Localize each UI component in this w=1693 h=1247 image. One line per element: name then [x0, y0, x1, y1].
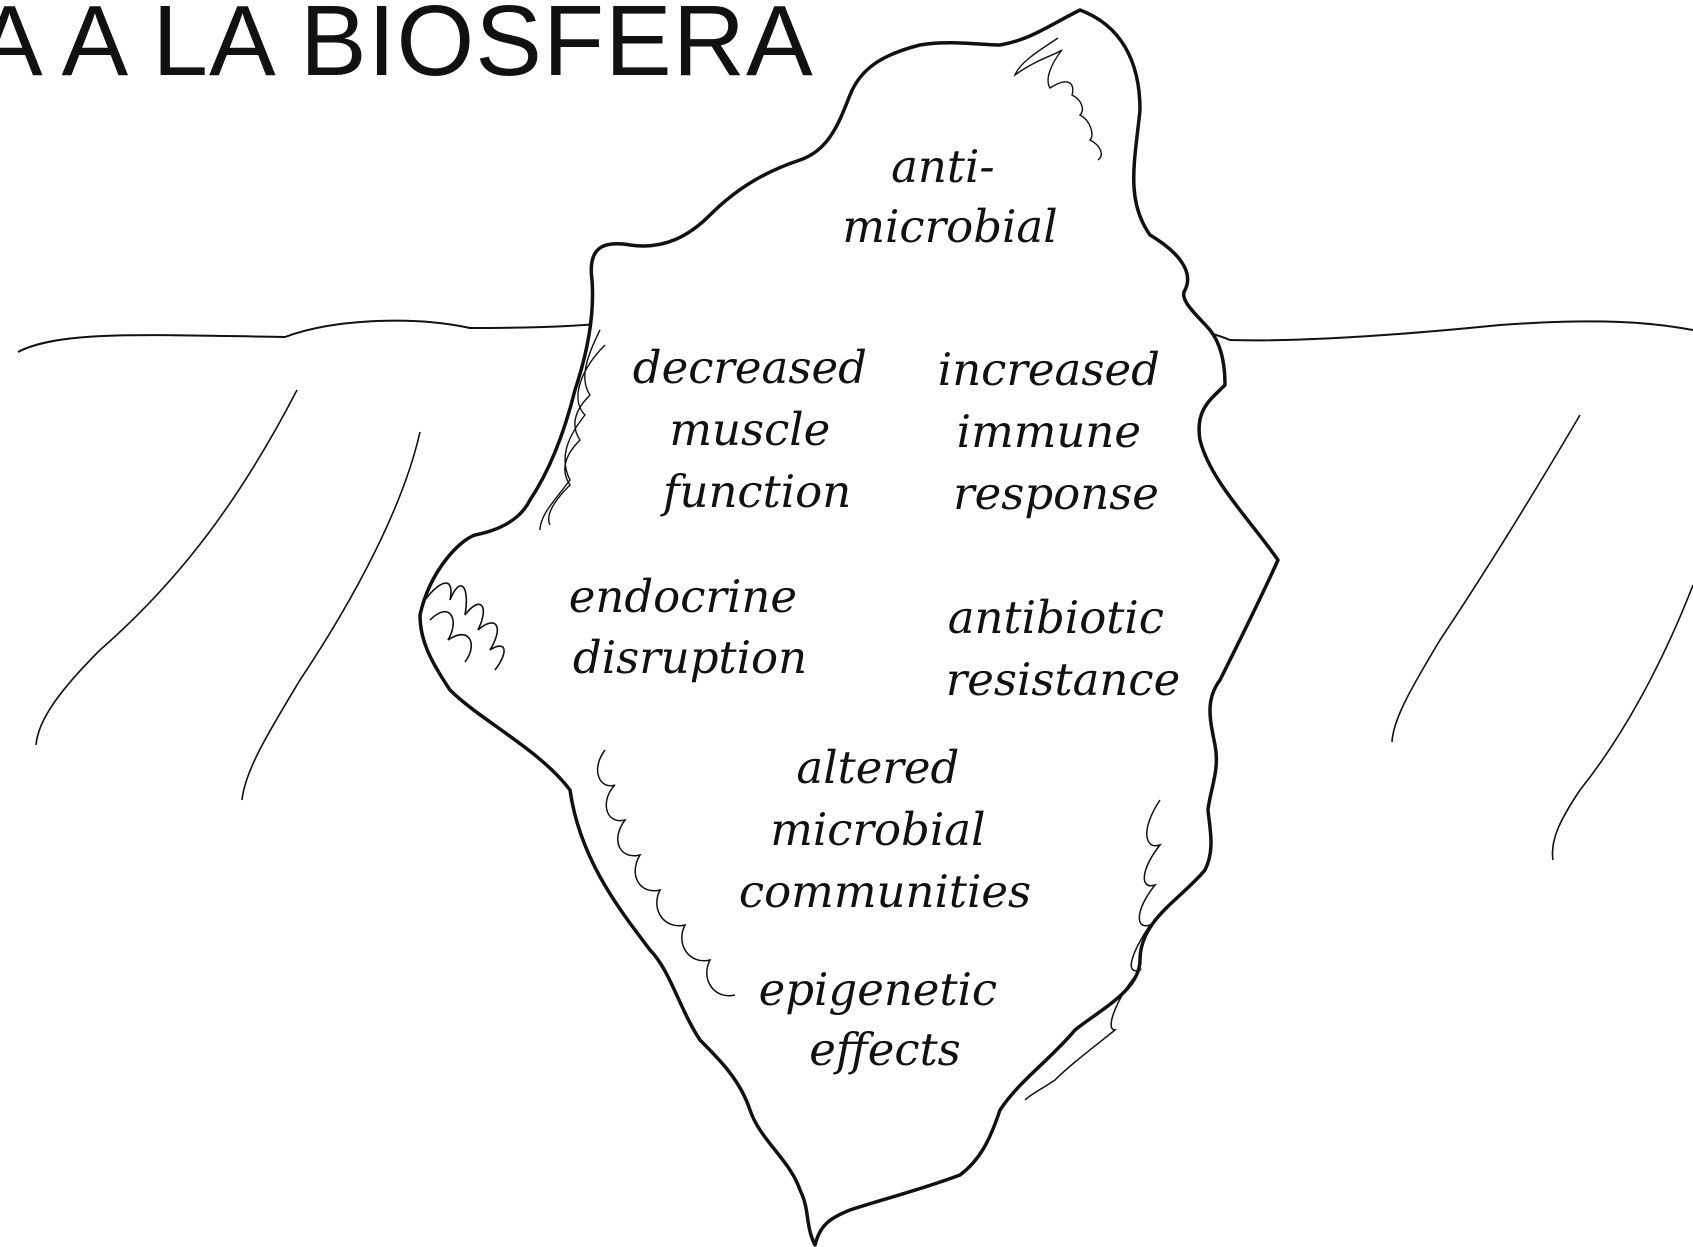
label-line: effects	[809, 1023, 961, 1076]
label-line: communities	[739, 865, 1031, 918]
label-line: function	[660, 465, 851, 518]
label-line: muscle	[669, 403, 830, 456]
label-line: increased	[938, 343, 1160, 396]
label-line: microbial	[770, 803, 985, 856]
label-line: endocrine	[569, 570, 797, 623]
label-line: disruption	[573, 631, 807, 684]
label-line: epigenetic	[759, 963, 998, 1016]
label-increased-immune-response: increased immune response	[938, 343, 1174, 520]
water-stroke-left-1	[36, 390, 297, 745]
label-line: decreased	[633, 341, 867, 394]
water-stroke-left-2	[242, 432, 420, 800]
label-line: resistance	[946, 653, 1180, 706]
label-line: anti-	[891, 140, 995, 193]
label-decreased-muscle-function: decreased muscle function	[633, 341, 881, 518]
label-line: microbial	[842, 200, 1057, 253]
label-line: response	[953, 467, 1159, 520]
water-stroke-right-1	[1392, 415, 1580, 742]
water-stroke-right-2	[1552, 585, 1693, 860]
label-line: altered	[796, 741, 959, 794]
label-line: antibiotic	[948, 591, 1164, 644]
label-line: immune	[957, 405, 1141, 458]
